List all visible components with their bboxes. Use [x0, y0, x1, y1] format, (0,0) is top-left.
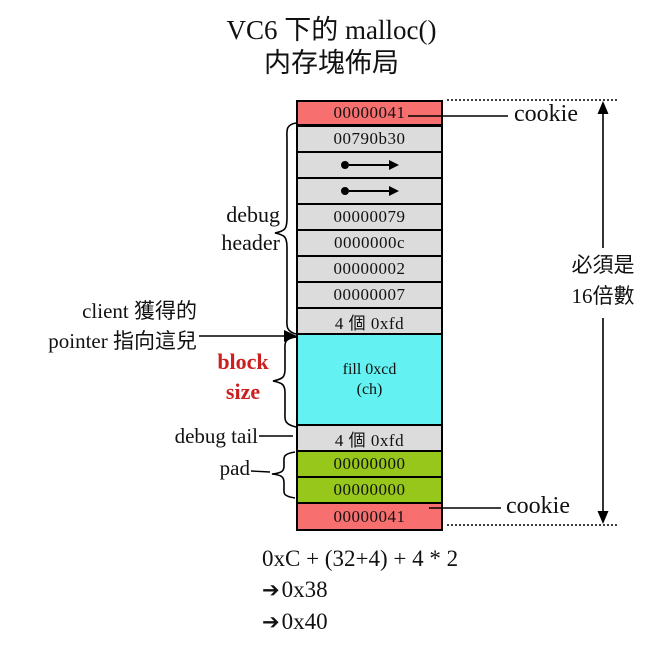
- cell-header-word-2: 00000079: [298, 205, 441, 231]
- extent-arrowhead-up: [597, 101, 609, 114]
- size-formula: 0xC + (32+4) + 4 * 2 ➔0x38 ➔0x40: [262, 543, 458, 638]
- title-line-1: VC6 下的 malloc(): [226, 15, 437, 45]
- block-size-label-line-1: block: [217, 349, 269, 374]
- extent-arrowhead-down: [597, 511, 609, 524]
- cell-header-pointer-1: [298, 153, 441, 179]
- formula-result-1: ➔0x38: [262, 574, 458, 606]
- debug-header-label: debug header: [170, 201, 280, 257]
- title-line-2: 内存塊佈局: [264, 48, 399, 78]
- cookie-bottom-label: cookie: [506, 493, 570, 519]
- cell-header-pointer-2: [298, 179, 441, 205]
- multiple-of-16-label: 必須是 16倍數: [548, 250, 658, 312]
- client-pointer-label: client 獲得的 pointer 指向這兒: [16, 296, 197, 356]
- cell-header-word-3: 0000000c: [298, 231, 441, 257]
- pointer-arrow-icon: [340, 160, 399, 170]
- cell-header-word-5: 00000007: [298, 283, 441, 309]
- cell-header-word-1: 00790b30: [298, 127, 441, 153]
- debug-header-label-line-2: header: [221, 230, 280, 255]
- cookie-top-label: cookie: [514, 101, 578, 127]
- multiple-of-16-label-line-1: 必須是: [571, 253, 635, 277]
- diagram-title: VC6 下的 malloc() 内存塊佈局: [10, 14, 653, 80]
- block-size-label-line-2: size: [225, 379, 261, 404]
- cell-cookie-bottom: 00000041: [298, 504, 441, 529]
- right-arrow-icon: ➔: [262, 578, 280, 602]
- pointer-arrow-icon: [340, 186, 399, 196]
- user-data-line-1: fill 0xcd: [342, 360, 397, 378]
- debug-header-label-line-1: debug: [226, 202, 280, 227]
- cell-pad-2: 00000000: [298, 478, 441, 504]
- cell-pad-1: 00000000: [298, 452, 441, 478]
- formula-result-1-value: 0x38: [281, 577, 328, 602]
- cell-header-word-4: 00000002: [298, 257, 441, 283]
- pad-label: pad: [219, 456, 250, 480]
- cell-tail-guard: 4 個 0xfd: [298, 426, 441, 452]
- formula-expression: 0xC + (32+4) + 4 * 2: [262, 546, 459, 571]
- formula-result-2: ➔0x40: [262, 606, 458, 638]
- client-pointer-label-line-2: pointer 指向這兒: [48, 329, 197, 353]
- block-size-label: block size: [208, 347, 278, 407]
- multiple-of-16-label-line-2: 16倍數: [571, 284, 635, 308]
- pad-connector: [250, 470, 271, 473]
- memory-block-stack: 00000041 00790b30 00000079 0000000c 0000…: [296, 100, 443, 531]
- right-arrow-icon: ➔: [262, 610, 280, 634]
- pad-brace: [271, 451, 296, 499]
- client-pointer-label-line-1: client 獲得的: [82, 299, 197, 323]
- formula-result-2-value: 0x40: [281, 609, 328, 634]
- cell-header-guard: 4 個 0xfd: [298, 309, 441, 335]
- user-data-line-2: (ch): [356, 380, 383, 398]
- cell-user-data: fill 0xcd (ch): [298, 335, 441, 426]
- debug-tail-label: debug tail: [174, 424, 258, 448]
- cell-cookie-top: 00000041: [298, 102, 441, 127]
